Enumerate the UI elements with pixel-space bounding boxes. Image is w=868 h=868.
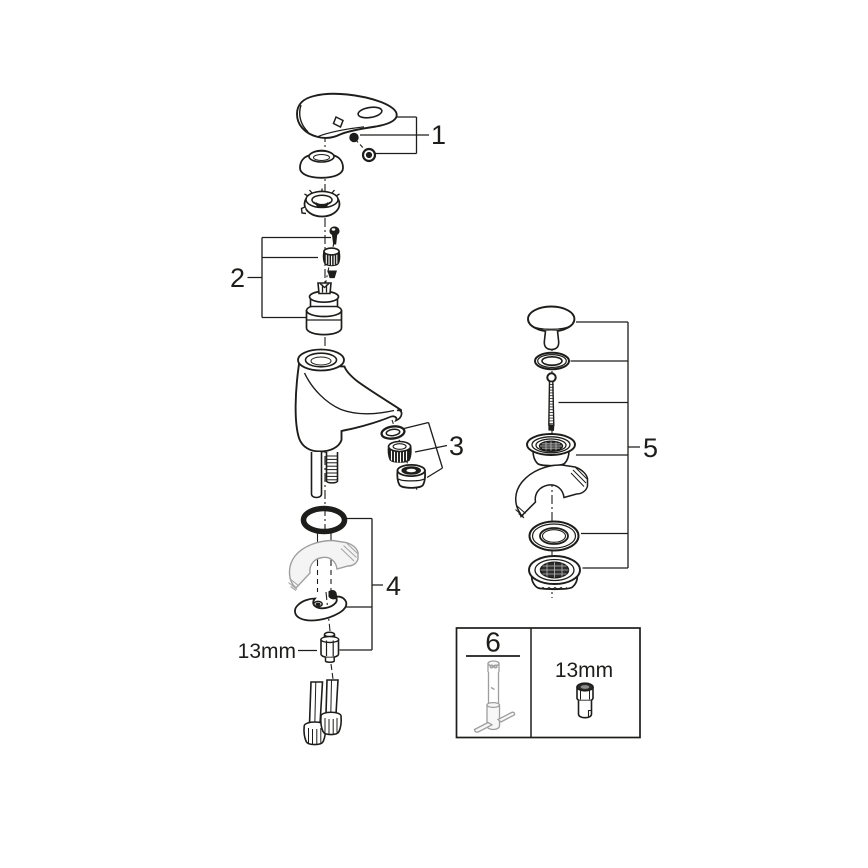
- leader-3: [403, 421, 448, 479]
- callout-5: 5: [643, 433, 658, 463]
- lever-handle: [296, 92, 398, 139]
- aerator-housing: [396, 463, 426, 489]
- supply-shanks: [310, 452, 339, 499]
- leader-1: [360, 116, 429, 155]
- wedge-spacer: [515, 464, 589, 519]
- plug-seal: [534, 351, 570, 371]
- callout-2: 2: [230, 263, 245, 293]
- callout-6: 6: [485, 627, 501, 658]
- cartridge: [305, 282, 343, 336]
- handle-pin: [332, 115, 344, 129]
- mounting-spacer: [288, 539, 359, 591]
- aerator-insert: [387, 440, 412, 463]
- horseshoe-washer: [294, 590, 348, 622]
- callout-labels: 1 2 3 4 5 13mm: [230, 120, 658, 663]
- cone-adapter: [327, 270, 337, 279]
- wrench-size-label: 13mm: [238, 640, 296, 663]
- o-ring: [300, 505, 348, 535]
- handle-hole: [357, 106, 383, 119]
- faucet-body: [294, 348, 403, 453]
- socket-13mm-icon: [576, 682, 594, 719]
- callout-leaders: [247, 116, 640, 652]
- tool-box-frame: [455, 627, 641, 739]
- leader-5: [558, 321, 640, 569]
- handle-ball: [349, 132, 359, 143]
- knurled-cap: [322, 247, 341, 267]
- tool-box: 6 13mm: [455, 627, 641, 739]
- threaded-rod: [546, 372, 557, 431]
- installation-tool: [473, 660, 516, 733]
- toothed-mounting-ring: [300, 188, 341, 218]
- drain-plug: [527, 305, 576, 351]
- supply-hoses: [303, 679, 342, 746]
- cartridge-screw: [329, 226, 340, 245]
- socket-size-label: 13mm: [555, 659, 613, 682]
- callout-1: 1: [431, 120, 446, 150]
- leader-2: [247, 236, 331, 319]
- callout-3: 3: [449, 431, 464, 461]
- drain-body: [528, 555, 581, 591]
- callout-4: 4: [386, 571, 401, 601]
- mounting-nut: [320, 631, 340, 663]
- leader-4: [339, 517, 383, 651]
- seal-ring: [528, 520, 580, 552]
- dome-cap: [299, 149, 344, 179]
- aerator-seal: [380, 425, 406, 440]
- handle-screw: [332, 115, 377, 163]
- drain-flange: [526, 433, 576, 467]
